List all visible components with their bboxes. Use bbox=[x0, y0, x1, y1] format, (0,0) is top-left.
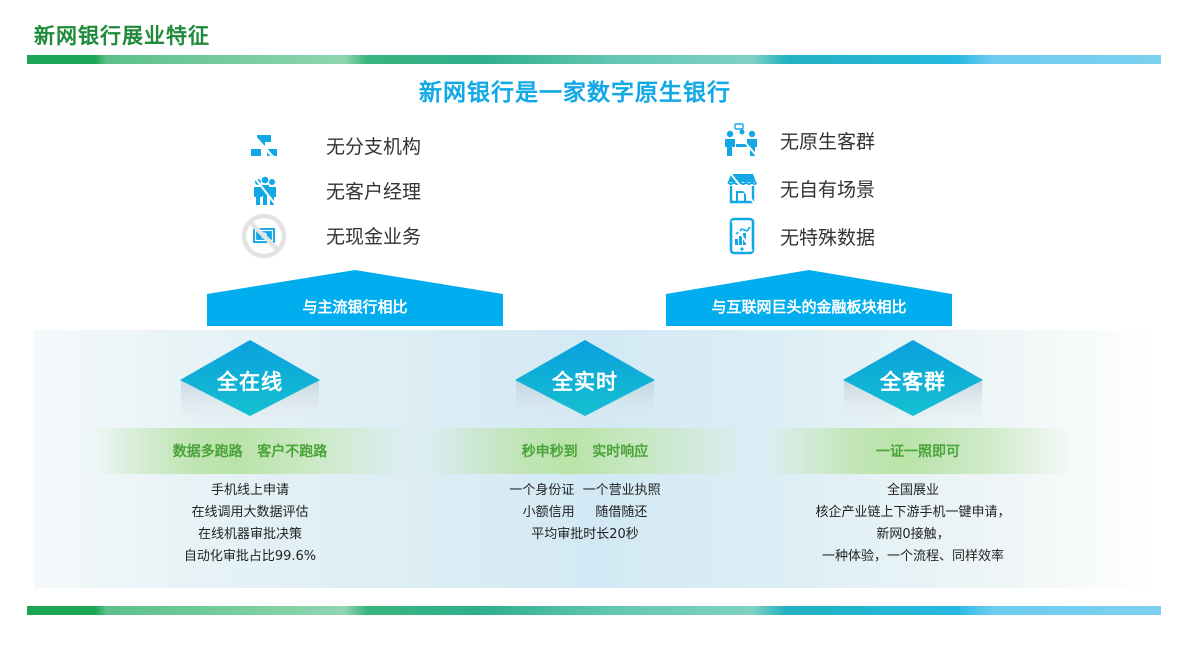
pillar-description: 手机线上申请 在线调用大数据评估 在线机器审批决策 自动化审批占比99.6% bbox=[100, 480, 400, 568]
description-line: 全国展业 bbox=[886, 483, 939, 498]
feature-label: 无现金业务 bbox=[326, 226, 422, 248]
description-line: 小额信用 随借随还 bbox=[522, 505, 648, 520]
subtitle: 新网银行是一家数字原生银行 bbox=[419, 80, 731, 106]
diamond-badge: 全实时 bbox=[512, 340, 658, 422]
no-native-customers-icon bbox=[718, 118, 766, 162]
pillar-description: 全国展业 核企产业链上下游手机一键申请， 新网0接触， 一种体验，一个流程、同样… bbox=[763, 480, 1063, 568]
description-line: 新网0接触， bbox=[876, 527, 950, 542]
comparison-label: 与互联网巨头的金融板块相比 bbox=[711, 298, 907, 316]
no-cash-icon bbox=[240, 213, 288, 258]
description-line: 核企产业链上下游手机一键申请， bbox=[815, 505, 1011, 520]
feature-label: 无分支机构 bbox=[326, 136, 422, 158]
pillar-title: 全客群 bbox=[880, 370, 946, 394]
feature-label: 无自有场景 bbox=[780, 178, 876, 201]
description-line: 一个身份证 一个营业执照 bbox=[509, 483, 661, 498]
pillar-tagline: 数据多跑路 客户不跑路 bbox=[172, 444, 328, 460]
diamond-badge: 全在线 bbox=[177, 340, 323, 422]
comparison-label: 与主流银行相比 bbox=[302, 298, 408, 316]
bottom-divider bbox=[27, 606, 1161, 615]
top-divider bbox=[27, 55, 1161, 64]
description-line: 一种体验，一个流程、同样效率 bbox=[821, 549, 1004, 564]
feature-list-left: 无分支机构 无客户经理 无现金业务 bbox=[240, 123, 421, 258]
page-title: 新网银行展业特征 bbox=[34, 24, 210, 48]
no-account-manager-icon bbox=[240, 169, 288, 213]
tagline-bar: 一证一照即可 bbox=[763, 428, 1073, 474]
tagline-bar: 数据多跑路 客户不跑路 bbox=[90, 428, 410, 474]
feature-item: 无原生客群 bbox=[718, 116, 875, 164]
pillar-description: 一个身份证 一个营业执照 小额信用 随借随还 平均审批时长20秒 bbox=[435, 480, 735, 546]
diamond-badge: 全客群 bbox=[840, 340, 986, 422]
feature-item: 无特殊数据 bbox=[718, 212, 875, 260]
description-line: 平均审批时长20秒 bbox=[531, 527, 639, 542]
description-line: 在线机器审批决策 bbox=[197, 527, 302, 542]
feature-list-right: 无原生客群 无自有场景 无特殊数据 bbox=[718, 116, 875, 260]
feature-item: 无分支机构 bbox=[240, 123, 421, 168]
description-line: 自动化审批占比99.6% bbox=[183, 549, 317, 564]
feature-label: 无原生客群 bbox=[780, 130, 876, 153]
pillar-tagline: 一证一照即可 bbox=[876, 444, 960, 460]
pillar-tagline: 秒申秒到 实时响应 bbox=[521, 444, 649, 460]
feature-label: 无客户经理 bbox=[326, 181, 422, 203]
description-line: 在线调用大数据评估 bbox=[191, 505, 309, 520]
feature-label: 无特殊数据 bbox=[780, 226, 876, 249]
pillar-title: 全实时 bbox=[552, 370, 618, 394]
feature-item: 无自有场景 bbox=[718, 164, 875, 212]
feature-item: 无现金业务 bbox=[240, 213, 421, 258]
no-branch-icon bbox=[240, 124, 288, 168]
no-own-scenario-icon bbox=[718, 166, 766, 210]
feature-item: 无客户经理 bbox=[240, 168, 421, 213]
comparison-banner-mainstream-banks: 与主流银行相比 bbox=[207, 270, 503, 326]
description-line: 手机线上申请 bbox=[210, 483, 289, 498]
tagline-bar: 秒申秒到 实时响应 bbox=[425, 428, 745, 474]
no-special-data-icon bbox=[718, 214, 766, 258]
pillar-title: 全在线 bbox=[217, 370, 283, 394]
comparison-banner-internet-giants: 与互联网巨头的金融板块相比 bbox=[666, 270, 952, 326]
